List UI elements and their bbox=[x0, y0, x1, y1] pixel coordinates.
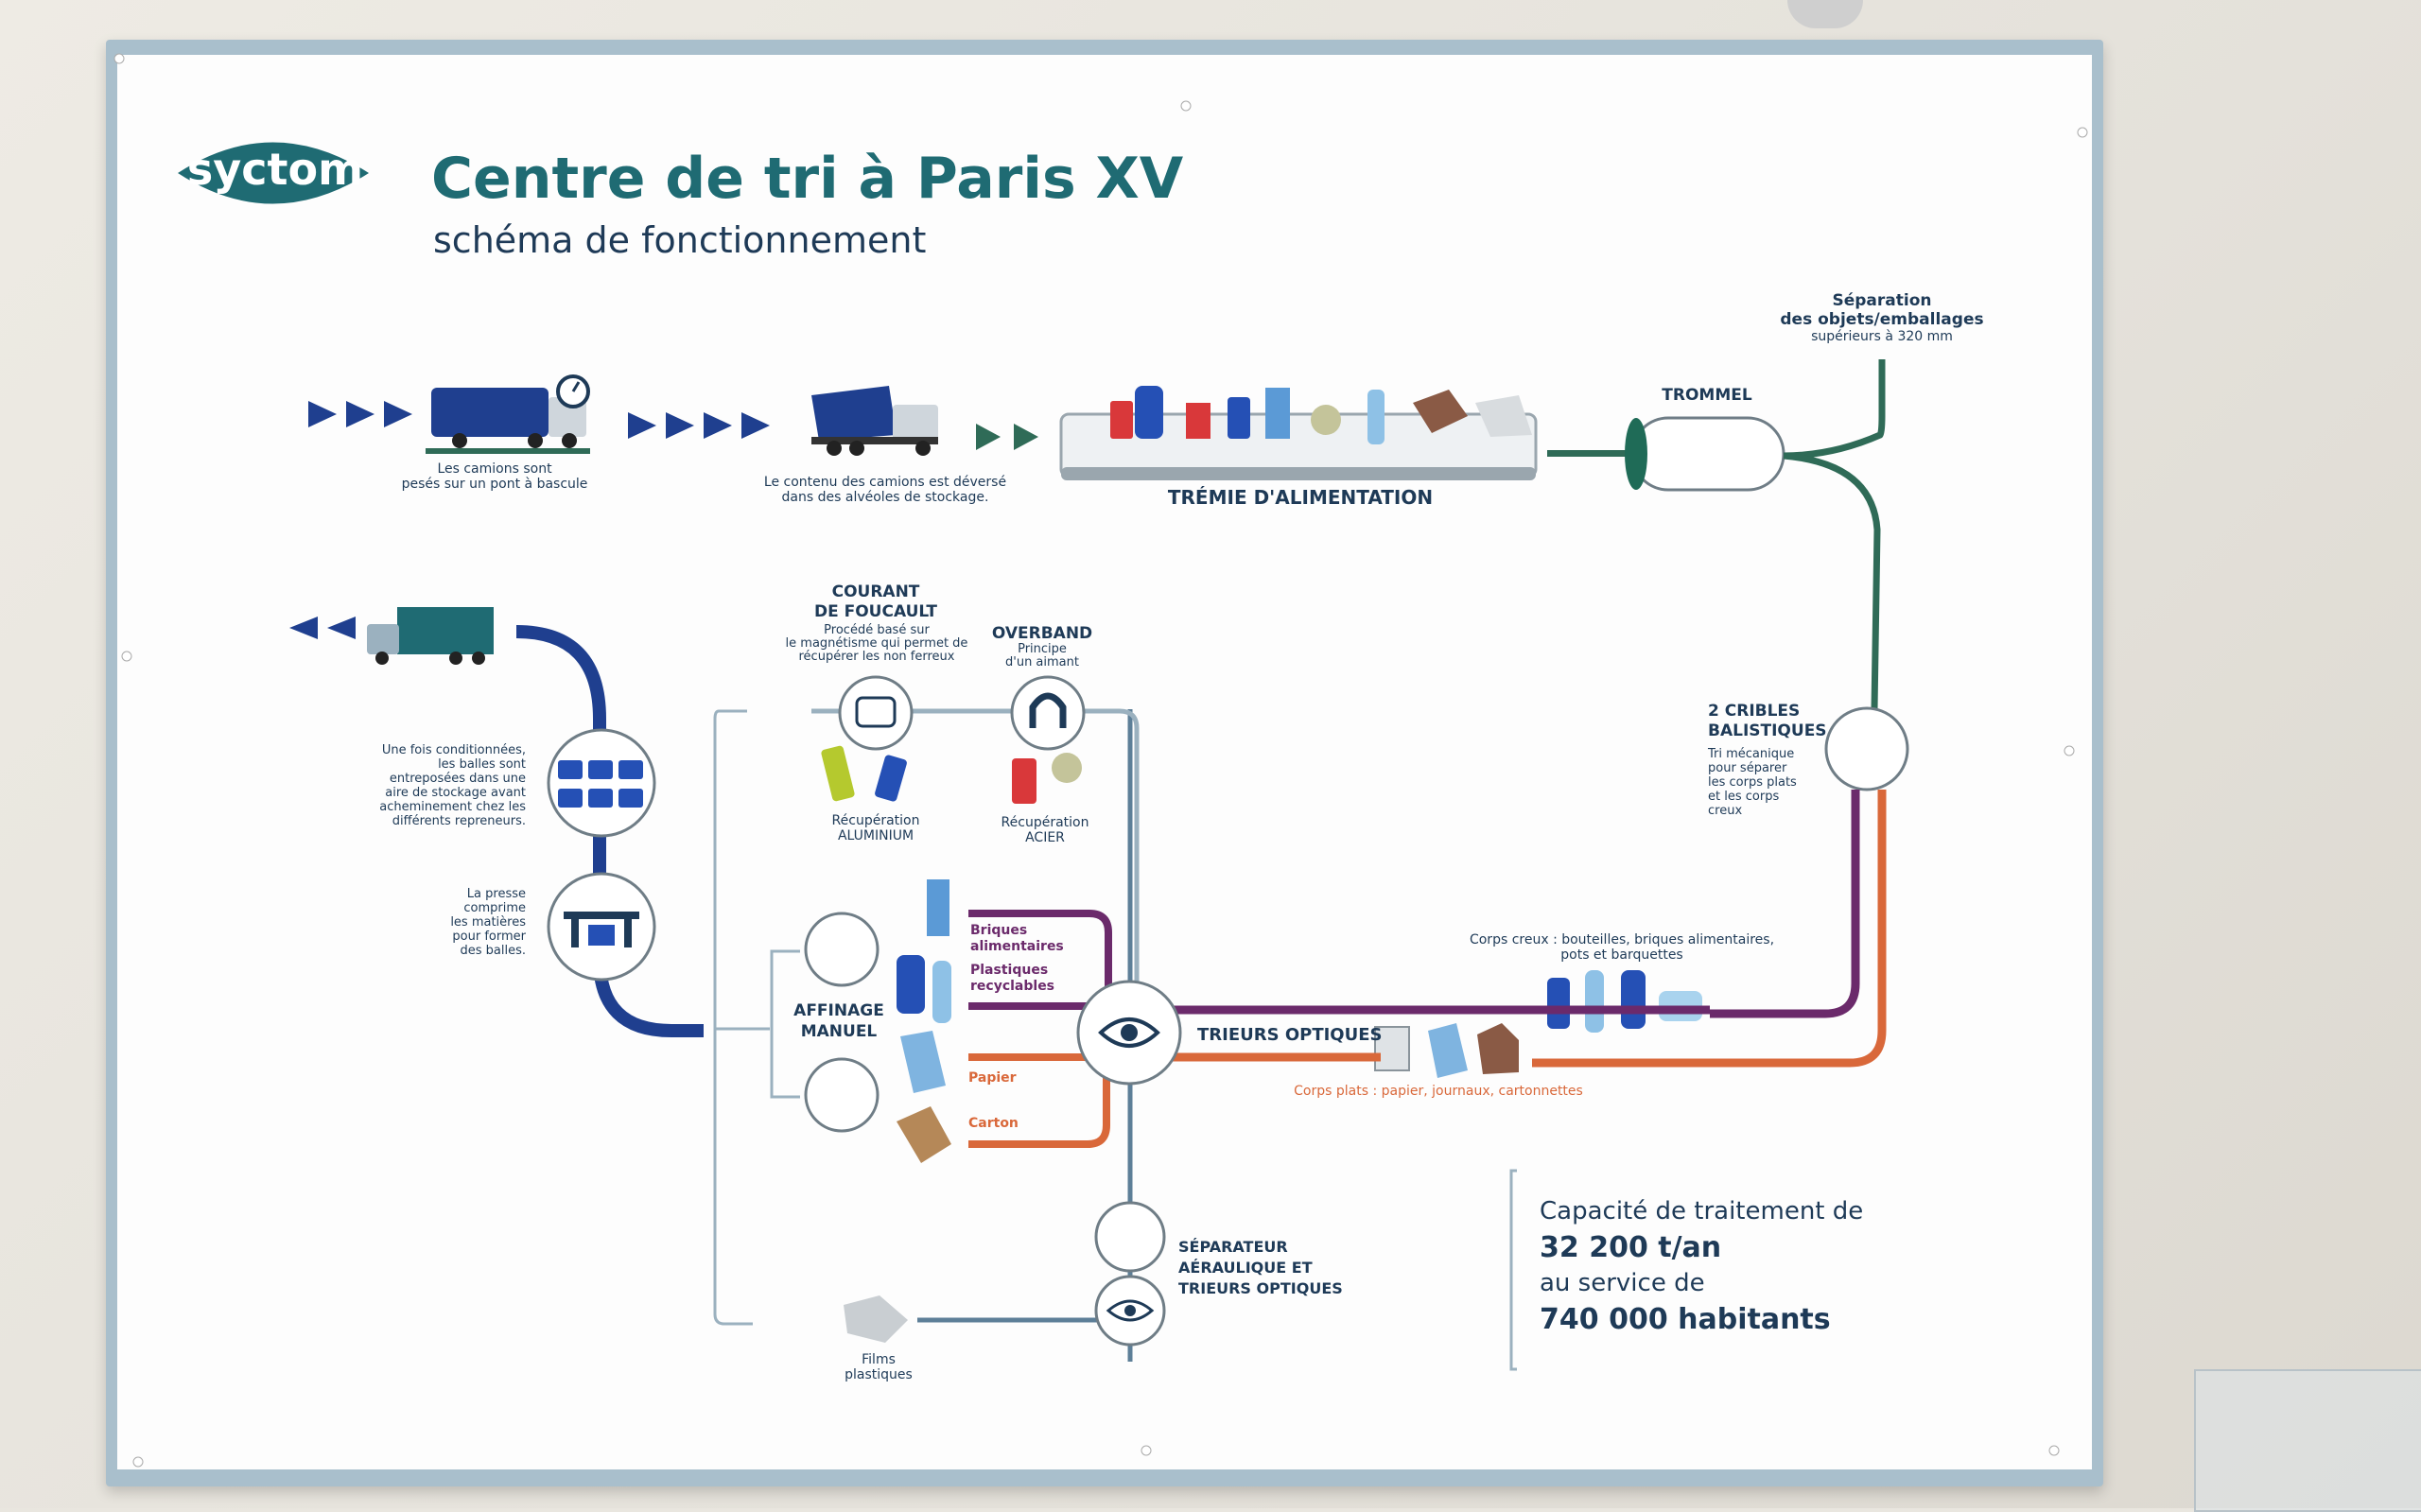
bale-storage-label: Une fois conditionnées, les balles sont … bbox=[379, 743, 526, 828]
separation-sub-label: supérieurs à 320 mm bbox=[1811, 329, 1953, 344]
paper-label: Papier bbox=[968, 1070, 1017, 1086]
syctom-logo bbox=[178, 142, 369, 204]
flat-items-icons bbox=[1374, 1023, 1519, 1078]
manual-sorting-node-1 bbox=[804, 912, 880, 987]
air-separator-node bbox=[1094, 1201, 1166, 1273]
optical-sorter-label: TRIEURS OPTIQUES bbox=[1197, 1025, 1383, 1045]
cartons-drinks-label: Briques alimentaires bbox=[970, 923, 1064, 954]
recyclable-plastics-label: Plastiques recyclables bbox=[970, 963, 1055, 994]
dump-label: Le contenu des camions est déversé dans … bbox=[763, 475, 1007, 505]
air-separator-label: SÉPARATEUR AÉRAULIQUE ET TRIEURS OPTIQUE… bbox=[1178, 1238, 1343, 1297]
inhabitants-value: 740 000 habitants bbox=[1540, 1303, 1831, 1336]
affinage-items bbox=[897, 879, 951, 1163]
optical-sorter-node bbox=[1076, 980, 1182, 1086]
overband-magnet-node bbox=[1010, 675, 1086, 751]
cribles-title: 2 CRIBLES BALISTIQUES bbox=[1708, 702, 1827, 740]
weigh-label: Les camions sont pesés sur un pont à bas… bbox=[401, 461, 588, 492]
capacity-line-3: au service de bbox=[1540, 1269, 1705, 1297]
truck-scale-icon bbox=[426, 374, 590, 454]
trommel-label: TROMMEL bbox=[1662, 386, 1752, 405]
arrows-top-3 bbox=[976, 424, 1038, 450]
mounting-pins bbox=[113, 53, 2088, 1468]
hollow-items-label: Corps creux : bouteilles, briques alimen… bbox=[1469, 932, 1775, 963]
capacity-value: 32 200 t/an bbox=[1540, 1231, 1722, 1264]
cribles-desc: Tri mécanique pour séparer les corps pla… bbox=[1708, 747, 1797, 818]
eddy-current-desc: Procédé basé sur le magnétisme qui perme… bbox=[785, 623, 968, 664]
dump-truck-icon bbox=[811, 386, 938, 456]
overband-desc: Principe d'un aimant bbox=[1005, 642, 1079, 669]
aluminium-items bbox=[821, 745, 907, 802]
manual-sorting-node-2 bbox=[804, 1057, 880, 1133]
steel-items bbox=[1012, 753, 1082, 804]
eddy-current-node bbox=[838, 675, 914, 751]
hopper-conveyor bbox=[1059, 386, 1538, 480]
plastic-film-label: Films plastiques bbox=[845, 1352, 913, 1382]
overband-title: OVERBAND bbox=[991, 624, 1093, 643]
manual-sorting-label: AFFINAGE MANUEL bbox=[793, 1001, 884, 1041]
flat-items-label: Corps plats : papier, journaux, cartonne… bbox=[1294, 1084, 1583, 1099]
trommel-icon bbox=[1547, 416, 1785, 492]
bale-storage-node bbox=[547, 728, 656, 838]
cardboard-label: Carton bbox=[968, 1116, 1019, 1131]
page-subtitle: schéma de fonctionnement bbox=[433, 219, 927, 261]
arrows-top-2 bbox=[628, 412, 770, 439]
eddy-current-title: COURANT DE FOUCAULT bbox=[813, 582, 938, 621]
optical-sorter-node-2 bbox=[1094, 1275, 1166, 1347]
display-case bbox=[2194, 1369, 2421, 1512]
logo-text: syctom bbox=[186, 144, 364, 195]
capacity-line-1: Capacité de traitement de bbox=[1540, 1197, 1864, 1225]
cribles-node bbox=[1824, 706, 1909, 791]
arrows-left bbox=[289, 617, 356, 639]
capacity-bracket bbox=[1509, 1169, 1517, 1371]
outgoing-truck-icon bbox=[367, 607, 494, 665]
steel-label: Récupération ACIER bbox=[1001, 815, 1089, 845]
bales-icon bbox=[558, 760, 643, 808]
arrows-top-1 bbox=[308, 401, 412, 427]
press-label: La presse comprime les matières pour for… bbox=[450, 887, 526, 958]
separation-label: Séparation des objets/emballages bbox=[1780, 291, 1984, 329]
hopper-label: TRÉMIE D'ALIMENTATION bbox=[1167, 486, 1434, 509]
hollow-items-icons bbox=[1547, 970, 1702, 1033]
page-title: Centre de tri à Paris XV bbox=[431, 146, 1184, 212]
aluminium-label: Récupération ALUMINIUM bbox=[831, 813, 920, 843]
press-node bbox=[547, 872, 656, 982]
film-plastic-icon bbox=[844, 1295, 908, 1343]
